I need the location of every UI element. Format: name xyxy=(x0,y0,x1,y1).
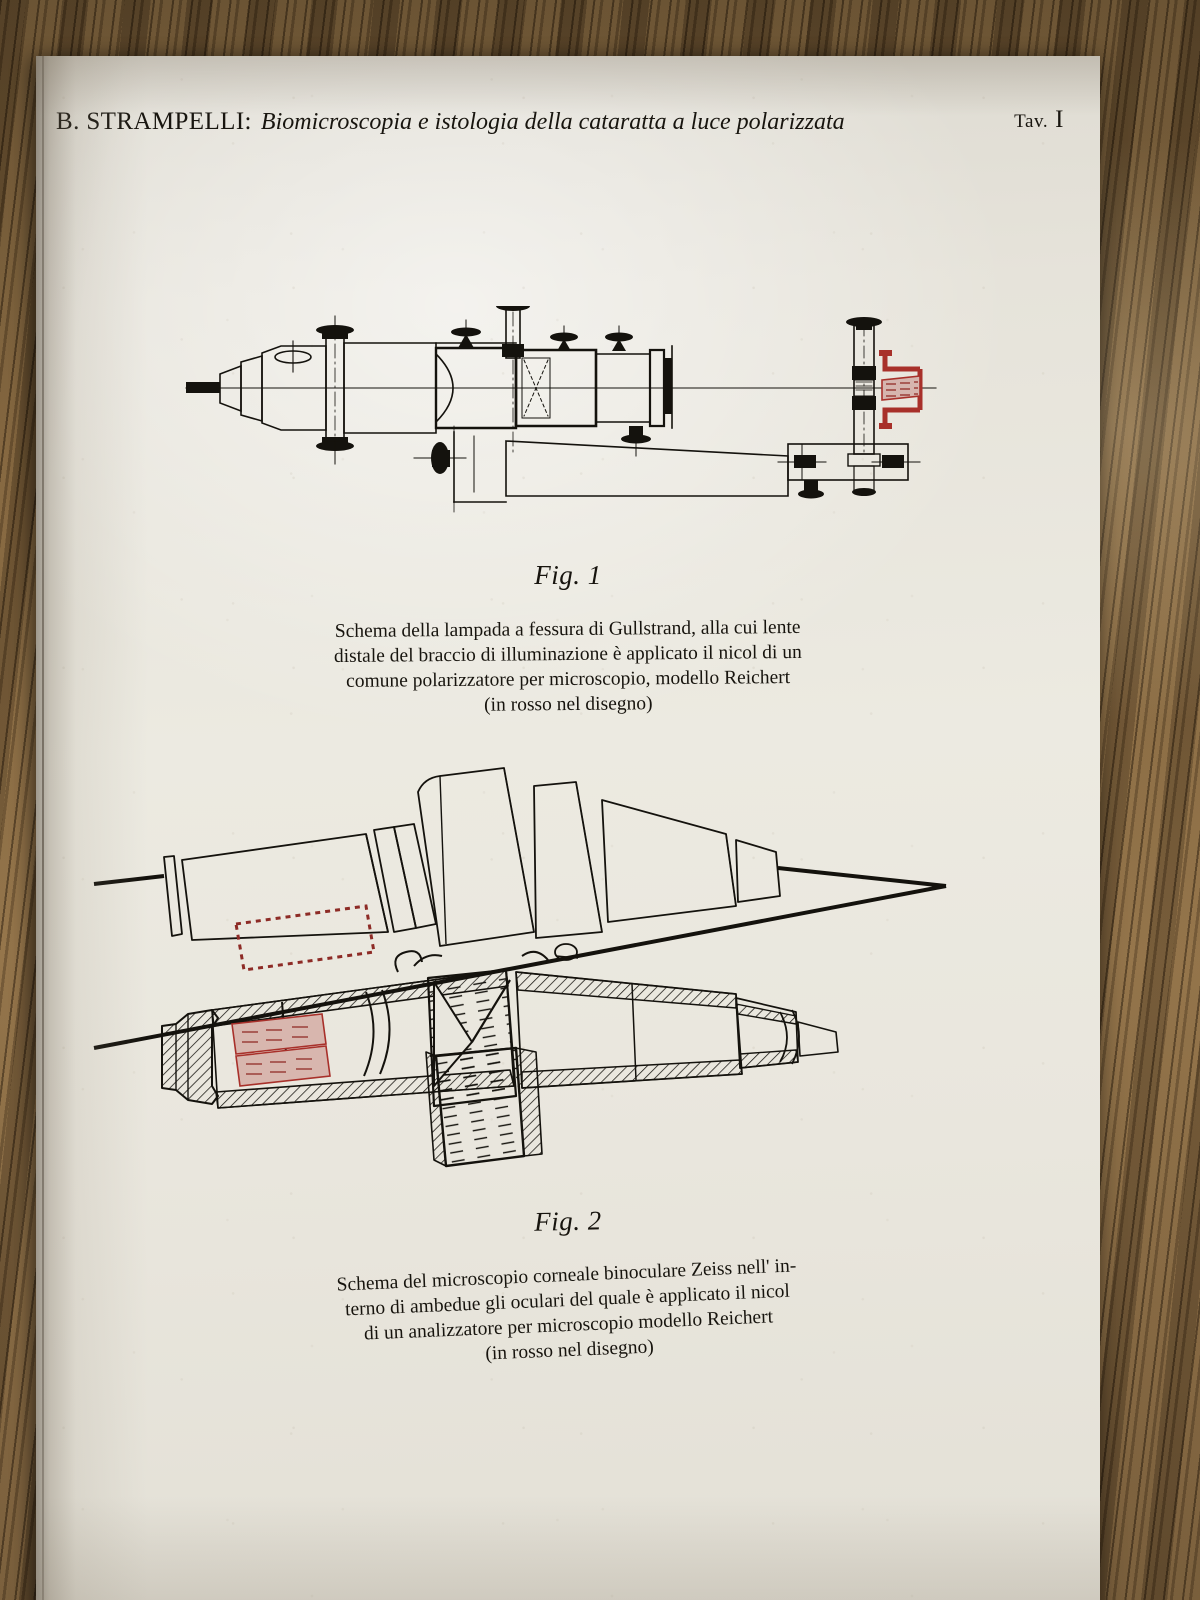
figure-2-illustration xyxy=(36,756,1100,1206)
plate-number: I xyxy=(1055,106,1064,133)
page-top-shading xyxy=(36,56,1100,116)
plate-label: Tav. I xyxy=(1014,106,1064,134)
nicol-analyzer-upper-red-dotted xyxy=(234,904,376,972)
gullstrand-slit-lamp-diagram xyxy=(185,306,937,517)
figure-2: Fig. 2 Schema del microscopio corneale b… xyxy=(36,756,1100,1364)
caption-line: (in rosso nel disegno) xyxy=(484,693,653,716)
nicol-analyzer-lower-red-filled xyxy=(231,1013,331,1087)
figure-1-illustration xyxy=(36,306,1100,556)
figure-2-caption: Schema del microscopio corneale binocula… xyxy=(301,1252,835,1374)
figure-1: Fig. 1 Schema della lampada a fessura di… xyxy=(36,306,1100,717)
figure-1-caption: Schema della lampada a fessura di Gullst… xyxy=(303,615,834,720)
page-gutter-shadow xyxy=(36,56,154,1600)
paper-grain-texture xyxy=(36,56,1100,1600)
book-page: B. STRAMPELLI: Biomicroscopia e istologi… xyxy=(36,56,1100,1600)
zeiss-corneal-microscope-diagram xyxy=(93,767,947,1168)
nicol-prism-red-hatch xyxy=(881,375,921,401)
running-head-title: Biomicroscopia e istologia della catarat… xyxy=(260,109,845,135)
figure-1-number: Fig. 1 xyxy=(534,560,602,590)
caption-line: comune polarizzatore per microscopio, mo… xyxy=(346,667,791,692)
page-fold-edge xyxy=(42,56,44,1600)
plate-label-text: Tav. xyxy=(1014,111,1049,132)
page-bottom-shading xyxy=(36,1496,1100,1600)
